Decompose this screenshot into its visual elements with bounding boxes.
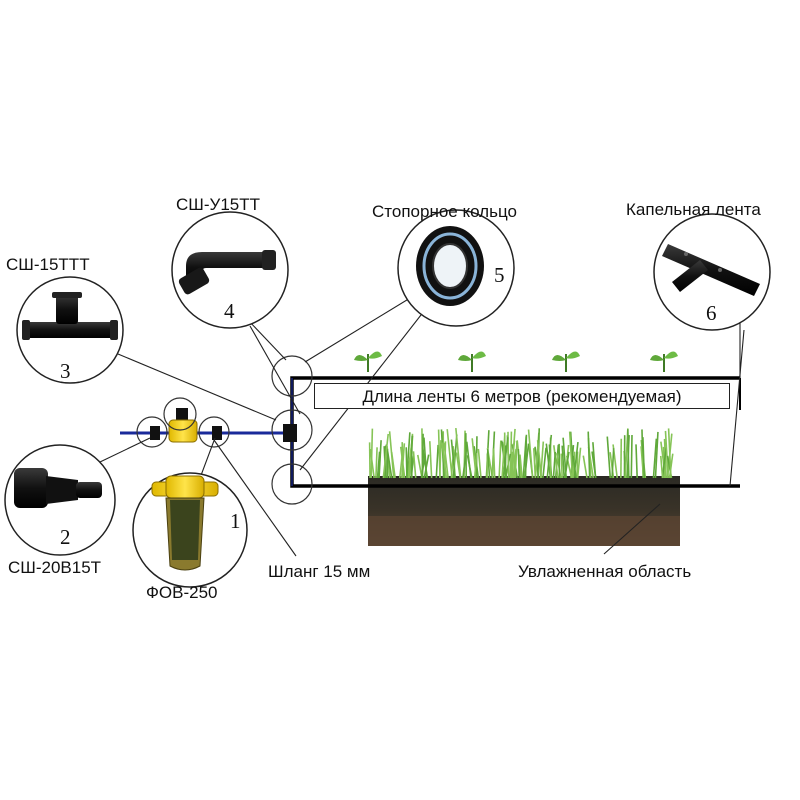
callout-fov-250: 1 [132,472,248,588]
adapter-icon [212,426,222,440]
label-ssh-15ttt: СШ-15ТТТ [6,255,90,274]
label-drip-tape: Капельная лента [626,200,761,219]
label-ssh-20v15t: СШ-20В15Т [8,558,102,577]
adapter-fitting-icon [14,468,102,508]
callout-drip-tape: 6 [653,213,771,331]
stop-ring-icon [416,226,484,306]
callout-stop-ring: 5 [397,209,515,327]
drip-tape-icon [662,244,760,296]
inline-filter-icon [168,408,198,443]
label-hose: Шланг 15 мм [268,562,371,581]
label-stop-ring: Стопорное кольцо [372,202,517,221]
tee-fitting-icon [22,292,118,340]
number-4: 4 [224,299,235,323]
seedling-icon [650,351,678,372]
tee-joint-icon [283,424,297,442]
number-2: 2 [60,525,71,549]
adapter-icon [150,426,160,440]
label-fov-250: ФОВ-250 [146,583,218,602]
water-filter-icon [151,475,219,571]
seedling-icon [458,351,486,372]
number-1: 1 [230,509,241,533]
callout-ssh-u15tt: 4 [171,211,289,329]
seedling-icon [354,351,382,372]
number-5: 5 [494,263,505,287]
number-6: 6 [706,301,717,325]
seedling-icon [552,351,580,372]
callout-ssh-15ttt: 3 [16,276,124,384]
joint-callout-circles [136,355,313,505]
tape-length-caption: Длина ленты 6 метров (рекомендуемая) [314,383,730,409]
seedlings [354,351,678,372]
number-3: 3 [60,359,71,383]
label-wet-area: Увлажненная область [518,562,692,581]
label-ssh-u15tt: СШ-У15ТТ [176,195,260,214]
grass-icon [368,427,674,479]
supply-hose [120,378,297,486]
elbow-fitting-icon [178,250,276,295]
callout-ssh-20v15t: 2 [4,444,116,556]
